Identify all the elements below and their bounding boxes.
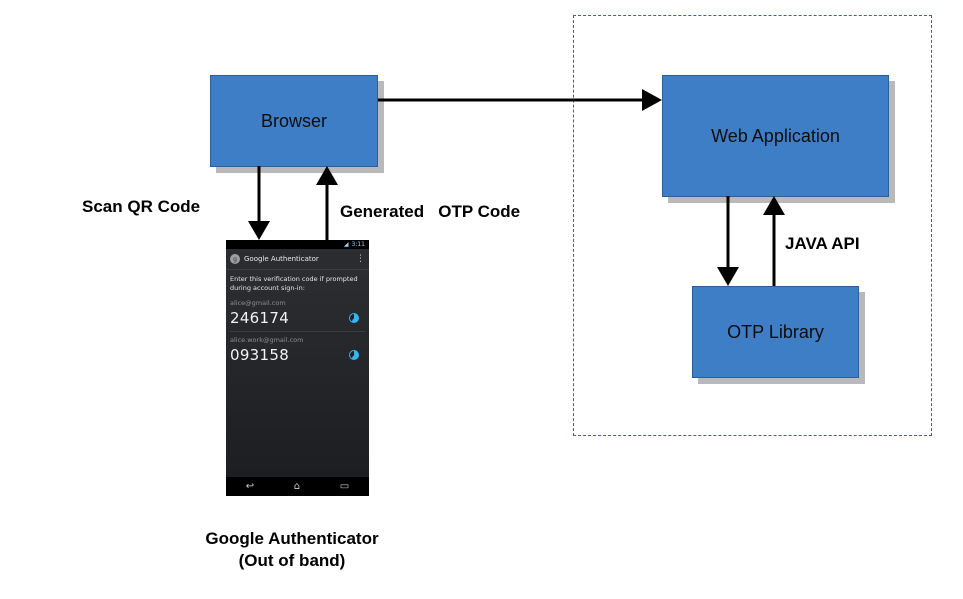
account-email: alice.work@gmail.com — [230, 336, 304, 344]
signal-icon: ◢ — [343, 241, 349, 248]
phone-screenshot: ◢ 3:11 g Google Authenticator ⋮ Enter th… — [226, 240, 369, 496]
otp-code: 093158 — [230, 346, 290, 364]
server-boundary — [573, 15, 932, 436]
recents-icon[interactable]: ▭ — [339, 481, 350, 492]
otp-library-box: OTP Library — [692, 286, 859, 378]
web-application-label: Web Application — [711, 125, 840, 146]
caption-line-2: (Out of band) — [238, 551, 346, 570]
arrowhead-otplib — [717, 267, 739, 286]
overflow-menu-icon[interactable]: ⋮ — [356, 253, 365, 264]
arrowhead-phone — [248, 221, 270, 240]
android-nav-bar: ↩ ⌂ ▭ — [226, 477, 369, 496]
arrowhead-browser — [316, 166, 338, 185]
home-icon[interactable]: ⌂ — [293, 481, 301, 492]
account-item[interactable]: alice.work@gmail.com 093158 — [230, 336, 365, 368]
google-authenticator-caption: Google Authenticator (Out of band) — [185, 528, 399, 572]
countdown-timer-icon — [349, 313, 359, 323]
status-bar: ◢ 3:11 — [226, 240, 369, 249]
app-action-bar: g Google Authenticator ⋮ — [226, 249, 369, 270]
back-icon[interactable]: ↩ — [245, 481, 255, 492]
arrowhead-webapp — [642, 89, 662, 111]
google-logo-icon: g — [230, 254, 240, 264]
generated-otp-text: Generated OTP Code — [340, 202, 521, 221]
otp-library-label: OTP Library — [727, 321, 824, 342]
account-item[interactable]: alice@gmail.com 246174 — [230, 299, 365, 332]
phone-body: Enter this verification code if prompted… — [226, 270, 369, 476]
java-api-label: JAVA API — [785, 234, 860, 253]
browser-label: Browser — [260, 110, 327, 131]
scan-qr-label: Scan QR Code — [82, 197, 201, 216]
arrowhead-webapp-up — [763, 196, 785, 215]
browser-box: Browser — [210, 75, 378, 167]
countdown-timer-icon — [349, 350, 359, 360]
account-email: alice@gmail.com — [230, 299, 286, 307]
app-title: Google Authenticator — [244, 255, 319, 263]
caption-line-1: Google Authenticator — [205, 529, 379, 548]
instructions-text: Enter this verification code if prompted… — [230, 275, 358, 292]
generated-otp-label: Generated OTP Code — [340, 202, 520, 222]
status-time: 3:11 — [351, 241, 365, 248]
otp-code: 246174 — [230, 309, 290, 327]
web-application-box: Web Application — [662, 75, 889, 197]
